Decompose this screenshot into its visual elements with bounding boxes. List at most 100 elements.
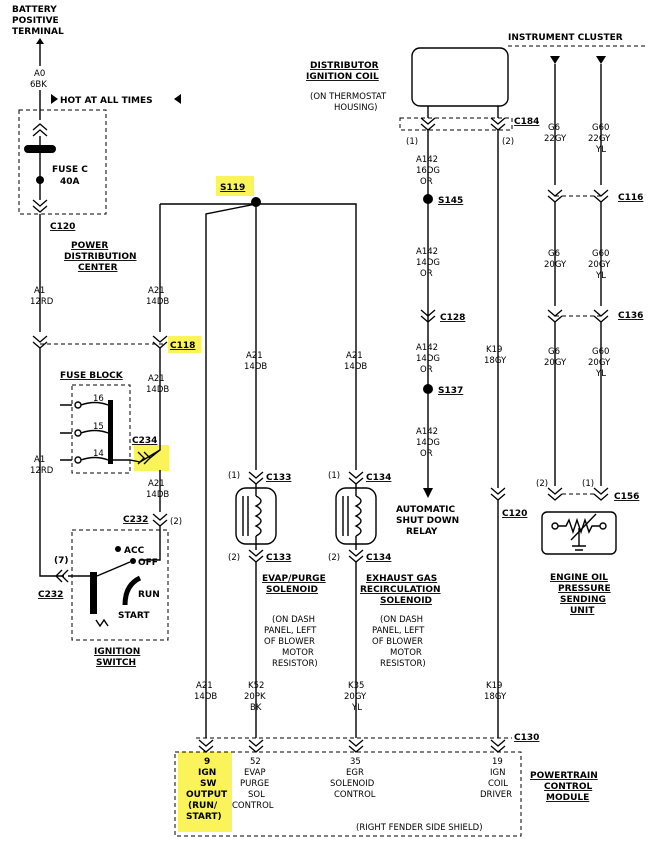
wire-a21-bottom-color: 14DB — [194, 692, 217, 702]
pin35-line4: CONTROL — [334, 790, 376, 800]
wire-g6-2-code: G6 — [548, 249, 560, 259]
coil-title1: DISTRIBUTOR — [310, 61, 379, 71]
evap-note1: (ON DASH — [272, 615, 315, 625]
coil-note1: (ON THERMOSTAT — [310, 92, 387, 102]
wire-k52-color: 20PK — [244, 692, 266, 702]
c116-label: C116 — [618, 193, 643, 203]
oil-sender-body — [541, 511, 617, 555]
pin19-line1: 19 — [492, 757, 503, 767]
wire-a1-top-code: A1 — [34, 286, 45, 296]
wire-g60-3-code: G60 — [592, 347, 609, 357]
wire-g6-2-color: 20GY — [544, 260, 567, 270]
pin52-line2: EVAP — [244, 768, 266, 778]
hot-arrow-left-icon — [174, 94, 181, 104]
asd-line3: RELAY — [406, 527, 438, 537]
pin9-line4: OUTPUT — [186, 790, 228, 800]
s145-splice — [423, 194, 433, 204]
ign-pin7: (7) — [54, 556, 69, 566]
pin35-line3: SOLENOID — [330, 779, 375, 789]
egr-note5: RESISTOR) — [380, 659, 426, 669]
oil-line3: SENDING — [560, 595, 606, 605]
evap-note2: PANEL, LEFT — [264, 626, 317, 636]
battery-line1: BATTERY — [12, 5, 57, 15]
c133-pin1: (1) — [228, 471, 240, 481]
c130-label: C130 — [514, 733, 539, 743]
c234-label: C234 — [132, 436, 157, 446]
arrow-up-icon — [36, 38, 44, 44]
wire-g60-1-tracer: YL — [595, 145, 606, 155]
wire-g6-3-code: G6 — [548, 347, 560, 357]
pin19-line3: COIL — [488, 779, 508, 789]
wire-a142-1-code: A142 — [416, 155, 438, 165]
fuse-c-label: FUSE C — [52, 165, 88, 175]
pin35-line2: EGR — [346, 768, 364, 778]
pin9-line6: START) — [186, 812, 222, 822]
pin19-line4: DRIVER — [480, 790, 512, 800]
ground-squiggle — [95, 618, 109, 628]
c184-pin2: (2) — [502, 137, 514, 147]
oil-line4: UNIT — [570, 606, 595, 616]
pcm-box — [174, 751, 522, 837]
egr-note4: MOTOR — [390, 648, 422, 658]
pin35-line1: 35 — [350, 757, 361, 767]
ignition-coil-body — [411, 47, 509, 107]
wire-g6-3-color: 20GY — [544, 358, 567, 368]
cluster-label: INSTRUMENT CLUSTER — [508, 33, 623, 43]
shield-note: (RIGHT FENDER SIDE SHIELD) — [356, 823, 483, 833]
wire-a1-top-color: 12RD — [30, 297, 54, 307]
wire-a0-color: 6BK — [30, 80, 47, 90]
s119-highlight — [216, 176, 254, 196]
wire-g60-2-code: G60 — [592, 249, 609, 259]
wire-a142-2-code: A142 — [416, 247, 438, 257]
c184-connector — [399, 117, 513, 131]
hot-arrow-right-icon — [51, 94, 58, 104]
wire-g60-3-tracer: YL — [595, 369, 606, 379]
g6-arrow-icon — [550, 56, 560, 64]
wire-g60-2-tracer: YL — [595, 271, 606, 281]
wire-a142-4-tracer: OR — [420, 449, 433, 459]
pdc-line1: POWER — [71, 241, 108, 251]
wire-a142-3-tracer: OR — [420, 365, 433, 375]
c136-label: C136 — [618, 311, 643, 321]
wire-a21-mid2-color: 14DB — [344, 362, 367, 372]
s137-splice — [423, 384, 433, 394]
pin9-line3: SW — [200, 779, 216, 789]
power-distribution-center-box — [18, 109, 107, 215]
egr-note3: OF BLOWER — [372, 637, 423, 647]
wire-a142-1-tracer: OR — [420, 177, 433, 187]
coil-title2: IGNITION COIL — [306, 72, 379, 82]
c134-pin1: (1) — [328, 471, 340, 481]
pin52-line1: 52 — [250, 757, 261, 767]
pcm-line3: MODULE — [546, 793, 589, 803]
egr-note1: (ON DASH — [380, 615, 423, 625]
c184-label: C184 — [514, 117, 539, 127]
egr-title2: RECIRCULATION — [360, 585, 441, 595]
ign-acc: ACC — [124, 546, 145, 556]
ign-title1: IGNITION — [94, 647, 140, 657]
wire-a142-4-code: A142 — [416, 427, 438, 437]
pcm-line1: POWERTRAIN — [530, 771, 598, 781]
wire-a21-mid2-code: A21 — [346, 351, 363, 361]
wire-a142-4-color: 14DG — [416, 438, 440, 448]
coil-note2: HOUSING) — [334, 103, 377, 113]
c134-label2: C134 — [366, 553, 391, 563]
pdc-line3: CENTER — [78, 263, 118, 273]
wire-k19-2-code: K19 — [486, 681, 502, 691]
ign-contact-bar — [90, 572, 97, 614]
egr-coil-icon — [354, 495, 362, 537]
c128-label: C128 — [440, 313, 465, 323]
wire-k35-code: K35 — [348, 681, 364, 691]
pin52-line3: PURGE — [240, 779, 269, 789]
asd-line1: AUTOMATIC — [396, 505, 455, 515]
evap-note5: RESISTOR) — [272, 659, 318, 669]
wire-k19-1-color: 18GY — [484, 356, 507, 366]
oil-resistor-icon — [558, 517, 600, 535]
wire-a142-3-color: 14DG — [416, 354, 440, 364]
egr-title3: SOLENOID — [380, 596, 432, 606]
ignition-switch-box — [71, 529, 169, 641]
c133-label2: C133 — [266, 553, 291, 563]
wire-g60-2-color: 20GY — [588, 260, 611, 270]
wire-g60-3-color: 20GY — [588, 358, 611, 368]
wire-k35-tracer: YL — [351, 703, 362, 713]
c184-pin1: (1) — [406, 137, 418, 147]
